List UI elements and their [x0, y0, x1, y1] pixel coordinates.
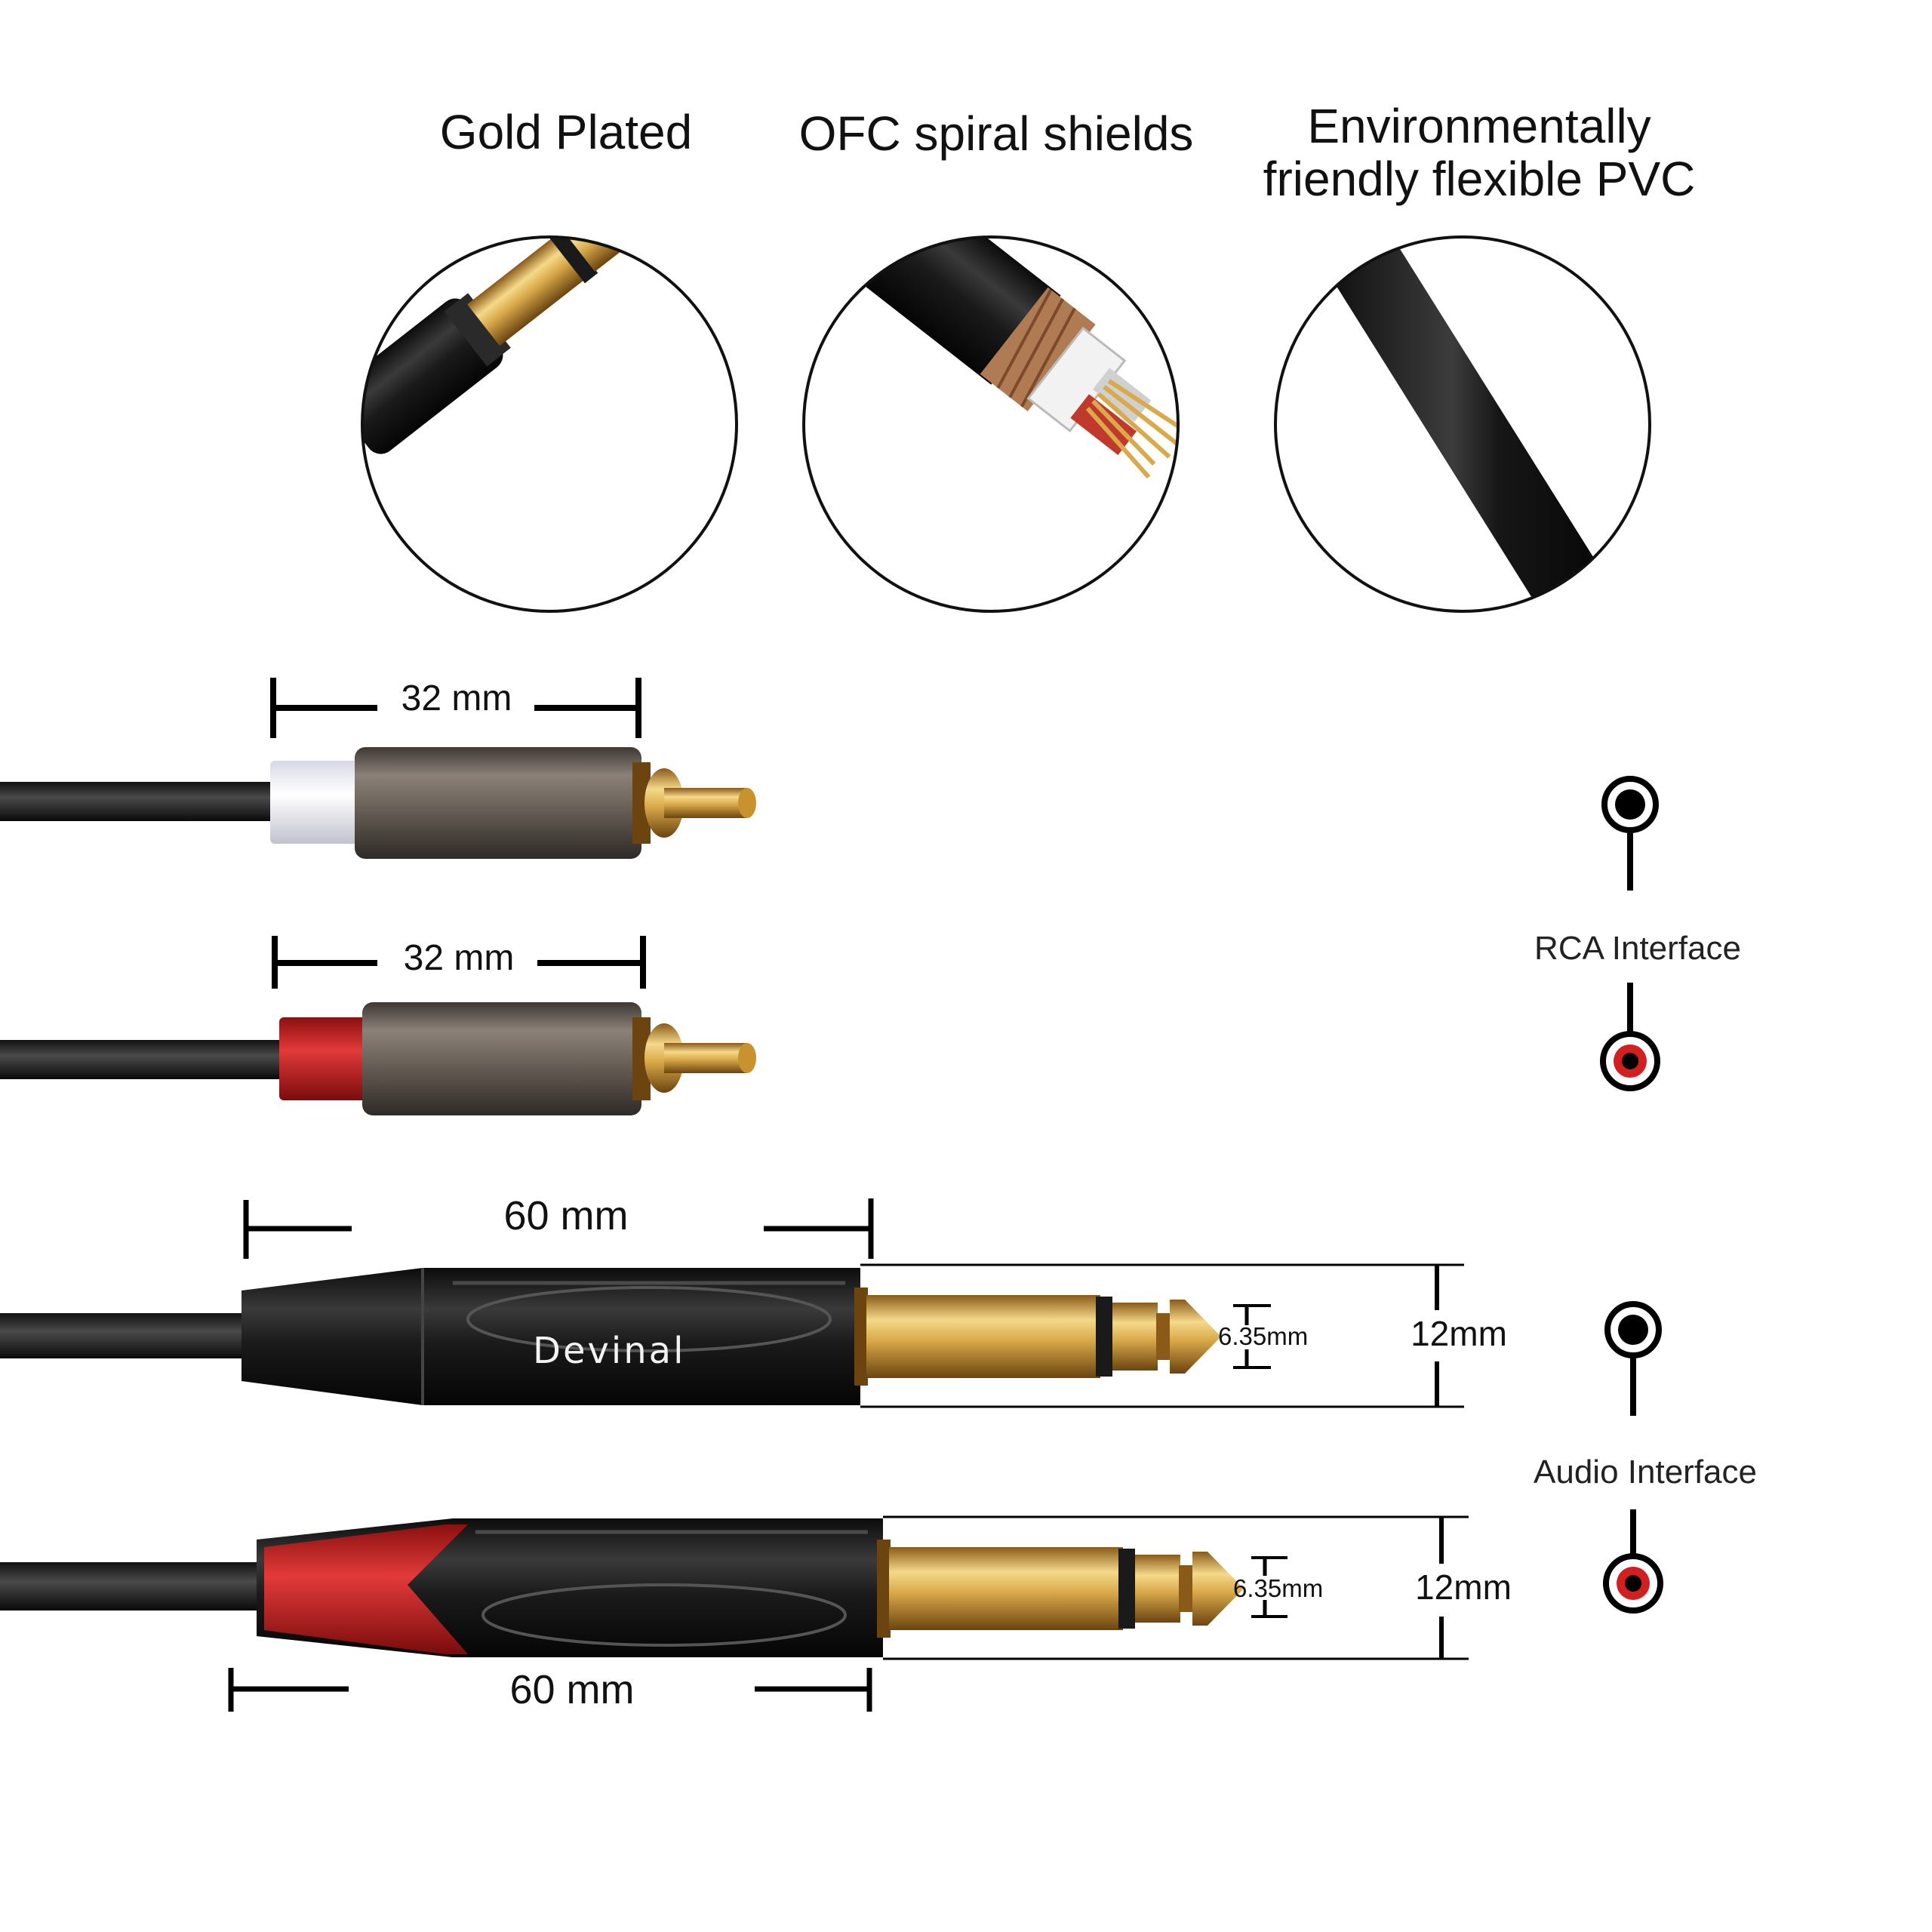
- feature-title-gold-plated: Gold Plated: [439, 105, 693, 159]
- rca-plug-red: [0, 1002, 756, 1115]
- jack-black-tip-diameter-label: 6.35mm: [1218, 1322, 1309, 1350]
- gold-plated-closeup: [361, 235, 738, 613]
- brand-logo: Devinal: [533, 1330, 686, 1372]
- feature-title-ofc-shields: OFC spiral shields: [798, 106, 1194, 161]
- rca-red-length-label: 32 mm: [403, 938, 515, 978]
- rca-interface-symbol: [1600, 776, 1660, 1091]
- jack-black-length-label: 60 mm: [503, 1193, 629, 1238]
- rca-red-dimension: [272, 936, 646, 989]
- pvc-cable-closeup: [1274, 235, 1651, 613]
- rca-plug-white: [0, 747, 756, 859]
- jack-red-length-label: 60 mm: [509, 1667, 635, 1712]
- audio-interface-symbol: [1603, 1301, 1663, 1614]
- jack-red-body-diameter-label: 12mm: [1415, 1567, 1512, 1607]
- feature-title-pvc-line2: friendly flexible PVC: [1263, 152, 1696, 206]
- rca-interface-label: RCA Interface: [1534, 930, 1741, 967]
- audio-interface-label: Audio Interface: [1534, 1454, 1757, 1491]
- jack-plug-black: [0, 1268, 1221, 1405]
- feature-title-pvc-line1: Environmentally: [1307, 99, 1651, 153]
- jack-red-tip-diameter-label: 6.35mm: [1233, 1574, 1324, 1602]
- jack-plug-red: [0, 1518, 1244, 1657]
- ofc-shield-closeup: [802, 235, 1180, 613]
- jack-black-dimensions: [243, 1198, 1464, 1408]
- feature-title-pvc: Environmentally friendly flexible PVC: [1208, 100, 1751, 205]
- jack-red-dimensions: [228, 1515, 1469, 1712]
- jack-black-body-diameter-label: 12mm: [1411, 1314, 1507, 1353]
- rca-white-dimension: [270, 678, 641, 738]
- rca-white-length-label: 32 mm: [401, 678, 512, 718]
